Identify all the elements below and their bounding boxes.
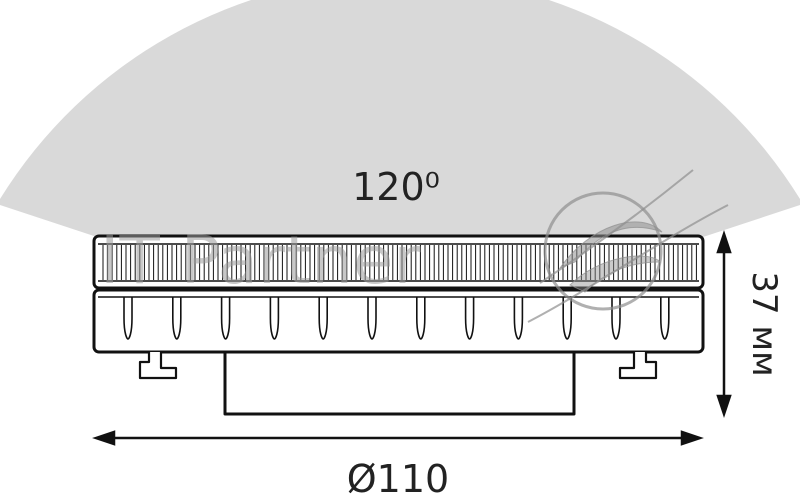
watermark-logo (527, 169, 729, 323)
watermark-text: IT Partner (100, 222, 421, 299)
height-dimension-arrow (716, 230, 732, 418)
light-beam-area (0, 0, 800, 238)
left-pin (138, 352, 178, 380)
right-pin (618, 352, 658, 380)
beam-angle-label: 120⁰ (352, 165, 440, 209)
height-label: 37 мм (744, 271, 784, 376)
heatsink-fins (123, 297, 670, 340)
lens-ribs (102, 245, 697, 280)
base-cylinder (223, 350, 576, 416)
diameter-dimension-arrow (92, 430, 704, 446)
diameter-label: Ø110 (347, 457, 449, 499)
